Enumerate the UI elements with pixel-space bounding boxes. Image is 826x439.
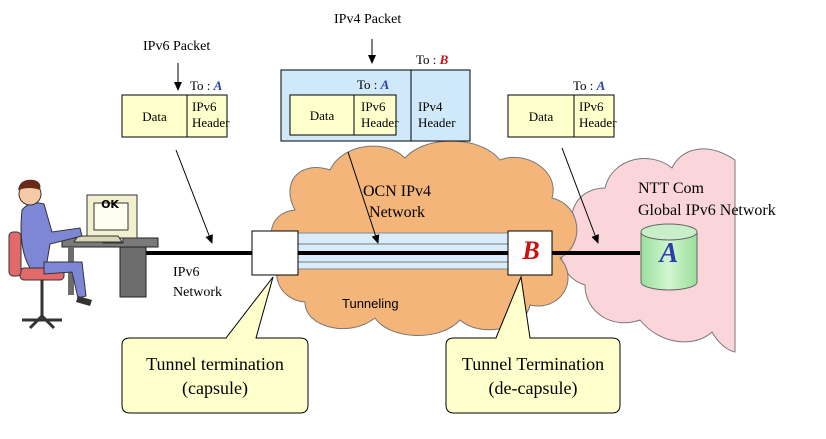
ntt-network-label: NTT Com Global IPv6 Network	[638, 180, 776, 219]
ipv6-packet-left	[121, 94, 228, 138]
ocn-network-label: OCN IPv4 Network	[363, 183, 432, 221]
middle-packet-inner-to: To : A	[357, 77, 390, 92]
ipv4-packet-middle	[280, 69, 471, 142]
callout-decapsule-text: Tunnel Termination (de-capsule)	[461, 354, 605, 398]
middle-packet-outer-header: IPv4 Header	[418, 99, 456, 130]
left-packet-to: To : A	[190, 78, 223, 93]
middle-packet-inner-header: IPv6 Header	[361, 99, 399, 130]
router-b-label: B	[522, 236, 540, 265]
flow-arrow-right	[561, 147, 599, 244]
tunnel-endpoint-decapsule	[507, 230, 553, 276]
ipv4-packet-label: IPv4 Packet	[334, 12, 402, 27]
right-packet-to: To : A	[573, 78, 606, 93]
tunneling-label: Tunneling	[342, 296, 399, 311]
tunnel-endpoint-capsule	[251, 230, 299, 276]
callout-decapsule-shape	[445, 275, 621, 414]
screen-ok-label: OK	[101, 198, 119, 211]
middle-packet-data: Data	[309, 108, 335, 123]
callout-capsule-shape	[121, 276, 309, 414]
callout-capsule-text: Tunnel termination (capsule)	[146, 354, 284, 398]
middle-packet-outer-to: To : B	[416, 52, 449, 67]
right-packet-data: Data	[528, 109, 554, 124]
ipv6-network-label: IPv6 Network	[173, 265, 222, 300]
left-packet-header: IPv6 Header	[192, 99, 230, 130]
flow-arrow-middle	[347, 151, 380, 244]
left-packet-data: Data	[142, 109, 167, 124]
ipv6-packet-label: IPv6 Packet	[143, 39, 211, 54]
flow-arrow-left	[175, 149, 213, 244]
server-a-icon	[640, 223, 698, 291]
user-computer-icon	[8, 179, 159, 330]
server-a-label: A	[659, 238, 679, 269]
ipv6-packet-right	[507, 94, 615, 138]
right-packet-header: IPv6 Header	[579, 99, 617, 130]
